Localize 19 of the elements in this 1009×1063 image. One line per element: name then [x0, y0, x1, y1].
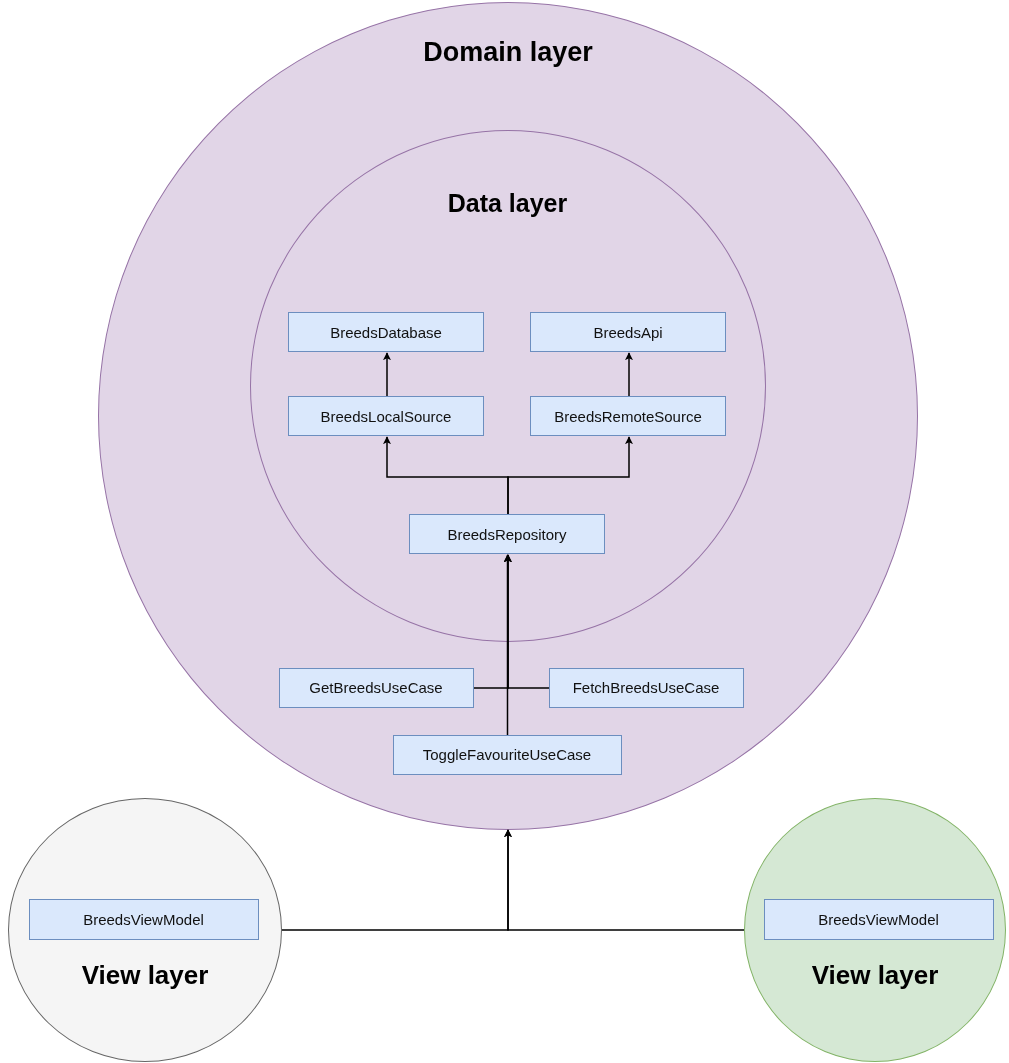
- arrow: [625, 352, 633, 398]
- layer-title: View layer: [80, 959, 210, 992]
- arrow: [504, 829, 745, 931]
- class-box: BreedsDatabase: [288, 312, 484, 352]
- class-box: BreedsApi: [530, 312, 726, 352]
- arrow: [507, 436, 633, 516]
- layer-title: Domain layer: [422, 36, 594, 69]
- layer-title: View layer: [810, 959, 940, 992]
- class-box: BreedsViewModel: [763, 898, 994, 940]
- class-box: BreedsViewModel: [28, 898, 259, 940]
- class-box: ToggleFavouriteUseCase: [392, 734, 622, 775]
- class-box: GetBreedsUseCase: [278, 667, 474, 708]
- class-box: BreedsLocalSource: [288, 396, 484, 436]
- arrow: [503, 554, 512, 736]
- class-box: FetchBreedsUseCase: [548, 667, 744, 708]
- layer-title: Data layer: [446, 187, 569, 219]
- class-box: BreedsRemoteSource: [530, 396, 726, 436]
- class-box: BreedsRepository: [409, 514, 605, 554]
- arrow: [383, 352, 391, 398]
